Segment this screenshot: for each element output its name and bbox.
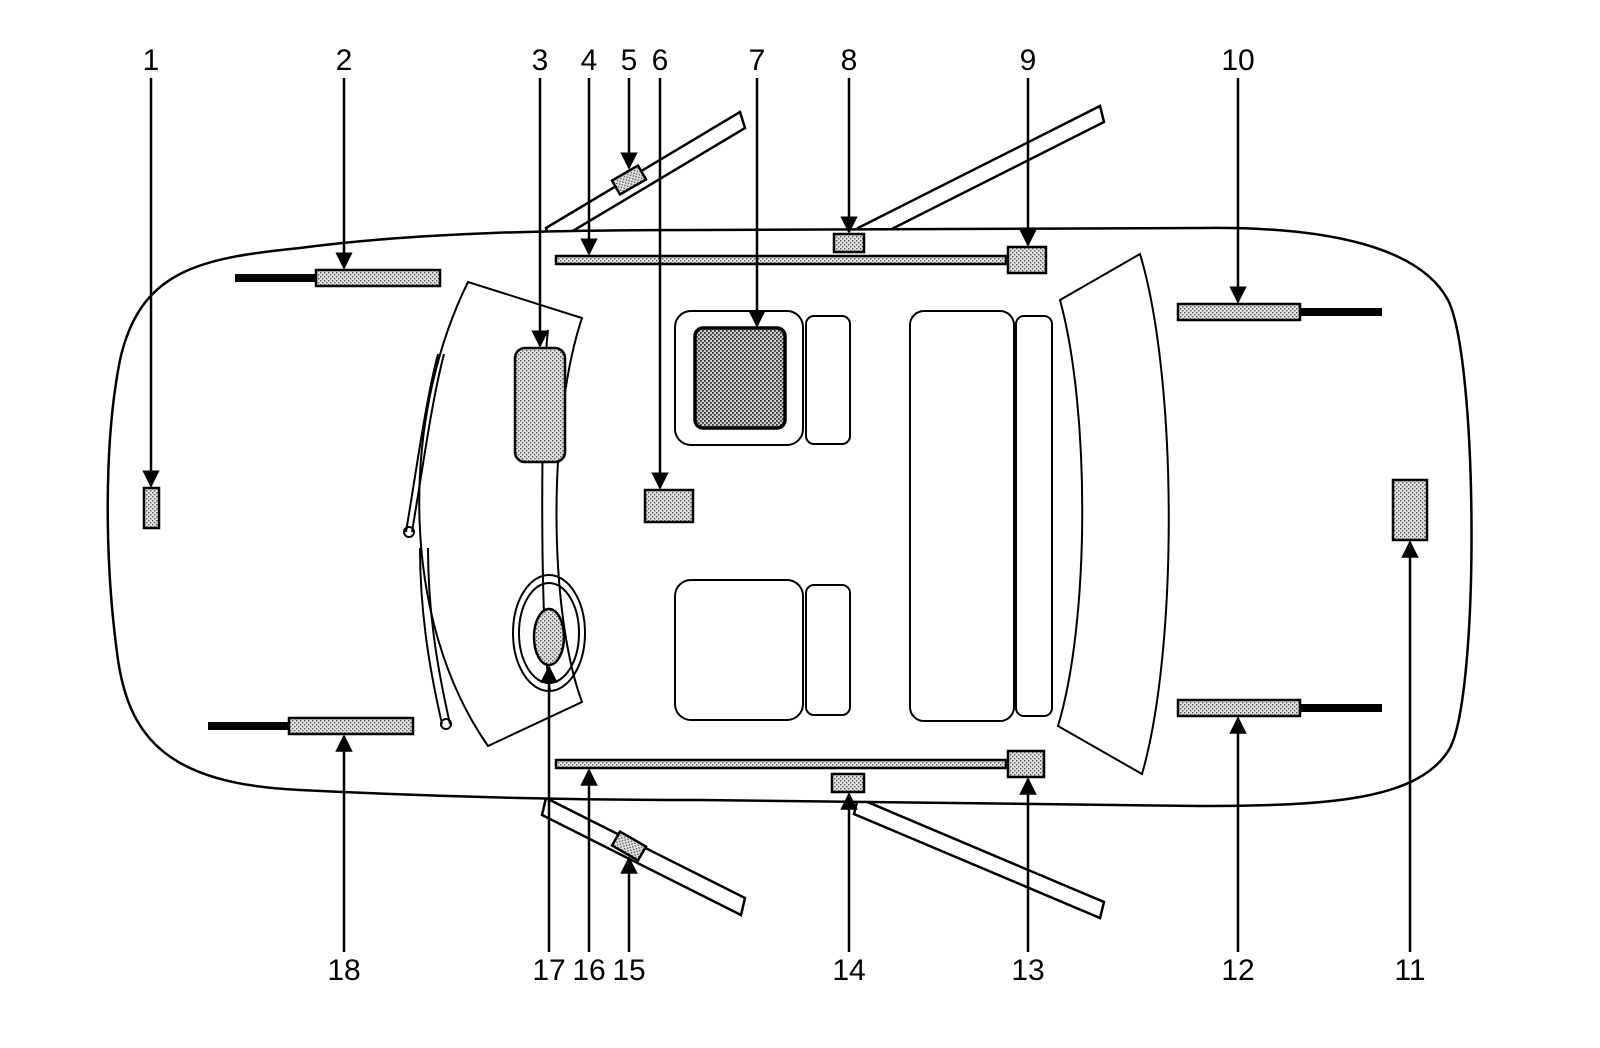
left-front-door-sensor xyxy=(610,163,648,197)
right-front-door-sensor xyxy=(610,829,648,863)
rear-right-door xyxy=(852,796,1106,920)
steering-wheel-airbag xyxy=(532,607,566,667)
rear-right-strip-sensor xyxy=(1176,698,1302,718)
callout-9: 9 xyxy=(1020,44,1037,77)
right-rocker-panel-module xyxy=(554,758,1008,770)
right-pillar-module xyxy=(1006,749,1046,779)
callout-7: 7 xyxy=(749,44,766,77)
front-center-sensor xyxy=(142,486,161,530)
rear-module xyxy=(1391,478,1429,542)
callout-16: 16 xyxy=(572,954,605,987)
left-pillar-module xyxy=(1006,245,1048,275)
callout-4: 4 xyxy=(581,44,598,77)
callout-13: 13 xyxy=(1011,954,1044,987)
callout-10: 10 xyxy=(1221,44,1254,77)
left-rear-door-sensor xyxy=(832,232,866,254)
callout-12: 12 xyxy=(1221,954,1254,987)
callout-labels: 1 2 3 4 5 6 7 8 9 10 11 12 13 14 15 16 1… xyxy=(143,44,1426,987)
callout-14: 14 xyxy=(832,954,865,987)
rear-left-strip-sensor xyxy=(1176,302,1302,322)
center-console-module xyxy=(643,488,695,524)
callout-1: 1 xyxy=(143,44,160,77)
rear-left-bar xyxy=(1300,308,1382,316)
callout-3: 3 xyxy=(532,44,549,77)
rear-right-bar xyxy=(1300,704,1382,712)
callout-6: 6 xyxy=(652,44,669,77)
instrument-panel-module xyxy=(513,346,567,464)
vehicle-body-outline xyxy=(106,226,1473,808)
left-rocker-panel-module xyxy=(554,254,1008,266)
front-passenger-seat xyxy=(674,310,851,446)
front-left-bar xyxy=(235,274,317,282)
rear-window xyxy=(1056,252,1170,776)
front-right-strip-sensor xyxy=(287,716,415,736)
front-left-strip-sensor xyxy=(314,268,442,288)
callout-8: 8 xyxy=(841,44,858,77)
callout-5: 5 xyxy=(621,44,638,77)
doors-open xyxy=(540,104,1106,920)
left-wiper xyxy=(405,353,445,533)
callout-2: 2 xyxy=(336,44,353,77)
callout-leaders xyxy=(142,78,1419,952)
callout-17: 17 xyxy=(532,954,565,987)
callout-18: 18 xyxy=(327,954,360,987)
rear-bench-seat xyxy=(909,310,1053,722)
driver-seat xyxy=(674,579,851,721)
front-right-bar xyxy=(208,722,290,730)
callout-15: 15 xyxy=(612,954,645,987)
right-wiper xyxy=(419,547,451,725)
callout-11: 11 xyxy=(1394,954,1425,987)
front-right-door xyxy=(540,796,747,917)
right-rear-door-sensor xyxy=(830,772,866,794)
rear-left-door xyxy=(856,104,1106,246)
passenger-seat-sensor-mat xyxy=(693,326,787,430)
